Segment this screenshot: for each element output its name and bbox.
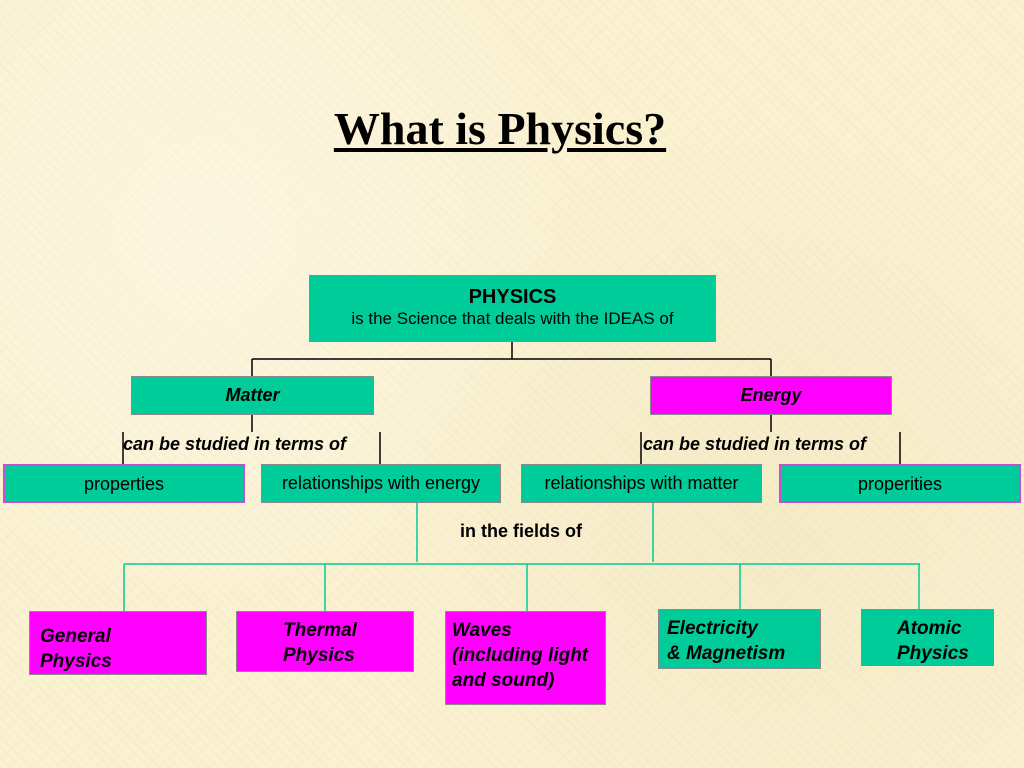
field-atomic-line1: Atomic — [897, 618, 962, 639]
matter-connector-text: can be studied in terms of — [123, 434, 347, 454]
field-thermal-physics: Thermal Physics — [236, 611, 414, 672]
field-electricity-magnetism: Electricity & Magnetism — [658, 609, 821, 669]
relationships-with-matter-box: relationships with matter — [521, 464, 762, 503]
dark-connectors — [122, 342, 901, 464]
field-electricity-line2: & Magnetism — [667, 643, 786, 664]
fields-connector-text: in the fields of — [460, 521, 583, 541]
field-general-physics: General Physics — [29, 611, 207, 675]
physics-root-description: is the Science that deals with the IDEAS… — [351, 309, 674, 328]
field-waves-line1: Waves — [452, 620, 512, 641]
field-general-line2: Physics — [40, 651, 112, 672]
physics-root-name: PHYSICS — [468, 286, 557, 308]
field-waves: Waves (including light and sound) — [445, 611, 606, 705]
field-waves-line3: and sound) — [452, 670, 555, 691]
field-electricity-line1: Electricity — [667, 618, 758, 639]
field-atomic-physics: Atomic Physics — [861, 609, 994, 666]
field-thermal-line2: Physics — [283, 645, 355, 666]
energy-properities-label: properities — [857, 474, 943, 494]
matter-box: Matter — [131, 376, 374, 415]
energy-box: Energy — [650, 376, 892, 415]
slide-title: What is Physics? — [333, 103, 667, 154]
relationships-with-energy-label: relationships with energy — [281, 473, 481, 493]
matter-label: Matter — [225, 385, 280, 405]
field-waves-line2: (including light — [452, 645, 589, 666]
relationships-with-matter-label: relationships with matter — [544, 473, 739, 493]
field-atomic-line2: Physics — [897, 643, 969, 664]
field-general-line1: General — [40, 626, 111, 647]
energy-connector-text: can be studied in terms of — [643, 434, 867, 454]
relationships-with-energy-box: relationships with energy — [261, 464, 501, 503]
matter-properties-label: properties — [83, 474, 165, 494]
energy-label: Energy — [740, 385, 802, 405]
green-connectors — [123, 503, 920, 611]
energy-properities-box: properities — [779, 464, 1021, 503]
field-thermal-line1: Thermal — [283, 620, 357, 641]
physics-root-box: PHYSICS is the Science that deals with t… — [309, 275, 716, 342]
matter-properties-box: properties — [3, 464, 245, 503]
